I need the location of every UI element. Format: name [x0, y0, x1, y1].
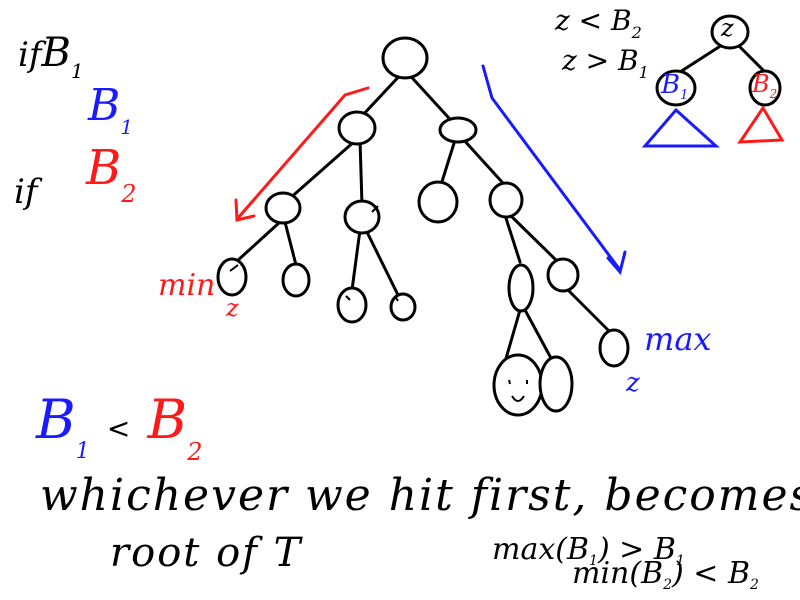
tree-node-face-right — [538, 355, 574, 413]
label-min: min — [158, 268, 216, 303]
mini-edge-right — [736, 43, 767, 74]
tree-edges — [234, 68, 612, 364]
note-root-of-t-line: root of T — [110, 530, 303, 576]
edge-l-ll — [286, 138, 358, 202]
mini-node-right-label: B2 — [752, 70, 778, 101]
tree-node-rr-right — [546, 257, 580, 293]
note-b1-blue: B1 — [88, 80, 134, 139]
edge-to-max — [566, 288, 612, 334]
note-min-formula: min(B2) < B2 — [572, 556, 759, 593]
edge-rr-b — [508, 213, 560, 264]
min-arrow-shaft — [236, 86, 370, 220]
tree-node-lr-right — [389, 292, 417, 322]
edge-r-rl — [438, 138, 457, 190]
mini-node-right — [748, 69, 782, 107]
face-smile-icon — [511, 395, 525, 402]
label-max: max — [644, 320, 712, 358]
mini-subtree-b1-triangle — [641, 107, 720, 148]
edge-face-a — [503, 308, 522, 364]
max-arrow-shaft — [481, 64, 622, 272]
label-min-z: z — [226, 294, 239, 322]
mini-node-left-label: B1 — [661, 70, 689, 103]
node-scribbles — [229, 205, 399, 302]
mini-node-left — [655, 69, 697, 107]
tree-node-rl — [417, 180, 459, 224]
note-whichever-line: whichever we hit first, becomes — [40, 470, 800, 521]
max-arrow-head-icon — [606, 250, 627, 276]
mini-tree — [641, 14, 785, 148]
min-arrow-head-icon — [234, 198, 256, 222]
edge-l-lr — [358, 138, 364, 207]
tree-node-rr-left — [507, 263, 535, 313]
note-if-b2: if — [14, 172, 38, 212]
note-if-b1: ifB1 — [18, 30, 84, 83]
edge-ll-b — [283, 220, 298, 267]
note-max-formula: max(B1) > B1 — [492, 532, 685, 569]
edge-ll-a — [234, 220, 282, 264]
tree-node-left — [337, 110, 377, 146]
note-b2-red: B2 — [86, 140, 137, 208]
note-b1-lt-b2: B1 < B2 — [36, 388, 203, 466]
face-eyes-icon — [508, 379, 528, 385]
tree-node-right — [438, 116, 478, 144]
edge-lr-b — [364, 228, 400, 297]
note-z-gt-b1: z > B1 — [562, 44, 649, 82]
tree-node-max — [598, 328, 630, 368]
mini-subtree-b2-triangle — [737, 105, 785, 144]
edge-r-rr — [460, 136, 504, 184]
mini-edge-left — [678, 43, 724, 74]
edge-rr-a — [503, 213, 522, 264]
tree-node-rr — [488, 181, 524, 219]
tree-node-lr-left — [336, 286, 368, 324]
mini-node-root-label: z — [721, 14, 734, 42]
tree-node-face — [492, 353, 544, 417]
tree-node-lr — [343, 199, 381, 235]
tree-node-ll — [264, 191, 302, 225]
label-max-z: z — [626, 368, 640, 398]
max-arrow — [481, 64, 627, 276]
tree-nodes — [216, 36, 630, 417]
min-arrow — [234, 86, 370, 222]
tree-node-root — [381, 36, 429, 80]
edge-face-b — [523, 308, 554, 362]
mini-node-root — [710, 14, 750, 50]
tree-node-ll-right — [281, 262, 311, 298]
edge-lr-a — [350, 228, 362, 292]
tree-node-min — [216, 257, 248, 297]
note-z-lt-b2: z < B2 — [555, 4, 642, 42]
